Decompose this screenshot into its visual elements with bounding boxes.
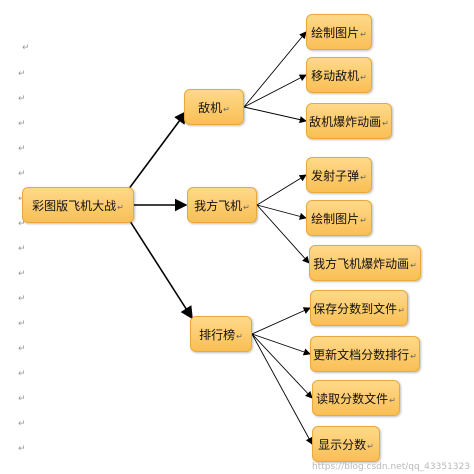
leaf-node: 更新文档分数排行↵ [310,336,420,372]
paragraph-mark: ↵ [22,43,30,53]
leaf-node: 显示分数↵ [312,426,380,462]
node-paragraph-mark: ↵ [367,441,374,451]
node-paragraph-mark: ↵ [360,29,367,39]
node-paragraph-mark: ↵ [243,202,250,212]
leaf-label: 保存分数到文件 [313,301,398,316]
paragraph-mark: ↵ [18,195,26,204]
paragraph-mark: ↵ [18,69,26,79]
node-paragraph-mark: ↵ [117,202,124,212]
branch-label: 我方飞机 [194,198,243,213]
paragraph-mark: ↵ [18,119,26,129]
edge-11 [251,333,313,399]
edge-4 [243,74,307,108]
paragraph-mark: ↵ [18,169,26,179]
paragraph-mark: ↵ [18,144,26,154]
paragraph-mark: ↵ [18,219,26,229]
edge-10 [251,333,311,356]
leaf-node: 我方飞机爆炸动画↵ [309,245,421,281]
leaf-label: 移动敌机 [311,68,360,83]
node-paragraph-mark: ↵ [360,215,367,225]
node-paragraph-mark: ↵ [410,260,417,270]
node-paragraph-mark: ↵ [410,351,417,361]
node-paragraph-mark: ↵ [360,172,367,182]
edge-2 [127,217,193,320]
edge-7 [256,204,307,220]
root-node: 彩图版飞机大战↵ [22,187,134,223]
edge-0 [127,110,187,191]
leaf-label: 绘制图片 [311,211,360,226]
node-paragraph-mark: ↵ [223,104,230,114]
leaf-label: 更新文档分数排行 [313,347,410,362]
watermark: https://blog.csdn.net/qq_43351323 [311,462,470,472]
leaf-node: 敌机爆炸动画↵ [306,103,392,139]
edge-6 [256,174,307,206]
leaf-label: 读取分数文件 [316,391,389,406]
leaf-label: 敌机爆炸动画 [309,114,382,129]
paragraph-mark: ↵ [18,269,26,279]
leaf-label: 绘制图片 [311,25,360,40]
leaf-node: 绘制图片↵ [306,14,372,50]
branch-label: 排行榜 [199,327,236,342]
branch-label: 敌机 [198,100,223,115]
root-node-label: 彩图版飞机大战 [32,198,117,213]
leaf-label: 显示分数 [318,437,367,452]
leaf-node: 绘制图片↵ [306,200,372,236]
node-paragraph-mark: ↵ [360,72,367,82]
paragraph-mark: ↵ [18,244,26,254]
leaf-label: 发射子弹 [311,168,360,183]
node-paragraph-mark: ↵ [398,305,405,315]
edge-9 [251,307,311,335]
node-paragraph-mark: ↵ [236,331,243,341]
paragraph-mark: ↵ [18,344,26,354]
edge-5 [243,106,307,124]
branch-node-leaderboard: 排行榜↵ [190,316,252,352]
branch-node-player: 我方飞机↵ [187,187,257,223]
node-paragraph-mark: ↵ [389,395,396,405]
leaf-node: 移动敌机↵ [306,57,372,93]
leaf-label: 我方飞机爆炸动画 [313,256,410,271]
edge-3 [243,31,307,108]
paragraph-mark: ↵ [18,319,26,329]
branch-node-enemy: 敌机↵ [184,89,244,125]
leaf-node: 读取分数文件↵ [312,380,400,416]
paragraph-mark: ↵ [18,419,26,429]
node-paragraph-mark: ↵ [382,118,389,128]
paragraph-mark: ↵ [18,94,26,104]
paragraph-mark: ↵ [18,444,26,454]
paragraph-mark: ↵ [18,394,26,404]
edge-8 [256,204,310,264]
edge-12 [251,333,313,445]
paragraph-mark: ↵ [18,294,26,304]
leaf-node: 保存分数到文件↵ [310,290,408,326]
leaf-node: 发射子弹↵ [306,157,372,193]
paragraph-mark: ↵ [18,369,26,379]
